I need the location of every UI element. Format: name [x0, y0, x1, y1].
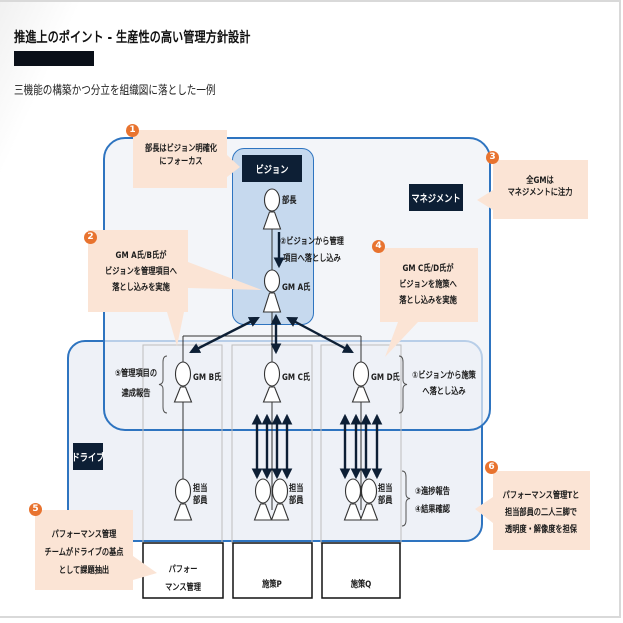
callout-line: 落とし込みを実施: [399, 296, 457, 306]
gm-a-label: GM A氏: [282, 283, 311, 293]
person-icon-staff-q-2: [359, 478, 379, 521]
arrow-gm-a-gm-d: [286, 316, 354, 354]
callout-line: として課題抽出: [58, 566, 110, 576]
gm-d-label: GM D氏: [371, 373, 400, 383]
callout-badge-3: 3: [486, 151, 499, 164]
brace-right-icon: [398, 355, 408, 414]
callout-badge-1: 1: [126, 124, 139, 137]
vision-label: ビジョン: [242, 155, 302, 182]
column-label-line: マンス管理: [165, 583, 201, 593]
callout-line: パフォーマンス管理Tと: [502, 491, 580, 501]
progress-report-label: ③進捗報告: [415, 487, 450, 497]
vision-to-measures-label: ①ビジョンから施策へ落とし込み: [412, 368, 476, 400]
callout-shape-3: [477, 160, 588, 219]
person-icon-staff-performance: [173, 478, 193, 521]
flow-label-line: へ落とし込み: [422, 387, 466, 397]
arrow-gm-a-gm-b: [189, 316, 260, 354]
callout-6-text: パフォーマンス管理Tと担当部員の二人三脚で透明度・解像度を担保: [503, 488, 580, 539]
column-label-measure-p: 施策P: [262, 580, 282, 590]
callout-line: 透明度・解像度を担保: [504, 525, 577, 535]
flow-label-line: ⑤管理項目の: [114, 369, 158, 379]
callout-1-text: 部長はビジョン明確化にフォーカス: [145, 143, 217, 169]
team-box-performance: [142, 542, 224, 599]
gm-c-label: GM C氏: [282, 373, 311, 383]
achievement-report-label: ⑤管理項目の達成報告: [115, 364, 157, 404]
result-check-label: ④結果確認: [415, 505, 450, 515]
brace-left-icon: [158, 355, 168, 414]
vision-label-text: ビジョン: [255, 165, 289, 176]
staff-label-line: 部員: [378, 496, 393, 506]
staff-label-line: 部員: [193, 496, 208, 506]
director-label: 部長: [282, 196, 297, 206]
callout-badge-5: 5: [29, 503, 42, 516]
staff-label-line: 担当: [378, 484, 393, 494]
callout-line: ビジョンを施策へ: [399, 280, 457, 290]
person-icon-director: [262, 188, 282, 230]
vision-to-items-label: ②ビジョンから管理項目へ落とし込み: [280, 234, 344, 268]
person-icon-gm-c: [262, 361, 282, 403]
flow-label-line: ①ビジョンから施策: [412, 371, 476, 381]
callout-line: チームがドライブの基点: [44, 548, 124, 558]
callout-line: マネジメントに注力: [507, 188, 573, 198]
callout-line: パフォーマンス管理: [51, 530, 117, 540]
callout-3-text: 全GMはマネジメントに注力: [508, 175, 573, 199]
staff-label-line: 部員: [289, 496, 304, 506]
callout-line: GM A氏/B氏が: [115, 251, 167, 261]
callout-line: 落とし込みを実施: [112, 283, 170, 293]
drive-label-text: ドライブ: [71, 453, 105, 464]
team-box-measure-q: [321, 542, 401, 599]
person-icon-staff-p-2: [270, 478, 290, 521]
gm-b-label: GM B氏: [193, 373, 222, 383]
column-label-measure-q: 施策Q: [350, 580, 372, 590]
person-icon-gm-d: [351, 361, 371, 403]
callout-5-text: パフォーマンス管理チームがドライブの基点として課題抽出: [45, 526, 124, 580]
page-title: 推進上のポイント - 生産性の高い管理方針設計: [14, 30, 251, 46]
person-icon-gm-b: [173, 361, 193, 403]
callout-badge-2: 2: [84, 231, 97, 244]
flow-label-line: 項目へ落とし込み: [283, 254, 341, 264]
brace-right-lower-icon: [401, 470, 411, 527]
callout-4-text: GM C氏/D氏がビジョンを施策へ落とし込みを実施: [399, 261, 457, 309]
staff-label-measure-p: 担当部員: [289, 483, 303, 507]
title-underline-bar: [14, 51, 94, 66]
person-icon-gm-a: [262, 269, 282, 313]
management-label: マネジメント: [409, 184, 463, 211]
callout-shape-6: [475, 471, 590, 550]
callout-badge-6: 6: [485, 461, 498, 474]
column-label-performance: パフォーマンス管理: [165, 561, 201, 597]
callout-line: 全GMは: [526, 176, 554, 186]
management-label-text: マネジメント: [411, 194, 461, 205]
team-box-measure-p: [232, 542, 313, 599]
callout-badge-4: 4: [372, 240, 385, 253]
flow-label-line: 達成報告: [121, 389, 151, 399]
column-label-line: パフォー: [168, 565, 198, 575]
callout-line: にフォーカス: [159, 157, 203, 167]
callout-line: GM C氏/D氏が: [402, 264, 454, 274]
staff-label-measure-q: 担当部員: [378, 483, 392, 507]
page-subtitle: 三機能の構築かつ分立を組織図に落とした一例: [14, 83, 216, 97]
person-icon-staff-p-1: [253, 478, 273, 521]
flow-label-line: ②ビジョンから管理: [280, 237, 344, 247]
person-icon-staff-q-1: [343, 478, 363, 521]
callout-shape-4: [380, 248, 478, 357]
callout-line: ビジョンを管理項目へ: [104, 267, 178, 277]
callout-line: 部長はビジョン明確化: [144, 144, 218, 154]
staff-label-performance: 担当部員: [193, 483, 207, 507]
drive-label: ドライブ: [71, 443, 105, 470]
callout-shape-5: [35, 510, 157, 590]
callout-2-text: GM A氏/B氏がビジョンを管理項目へ落とし込みを実施: [105, 248, 177, 296]
callout-shape-2: [88, 230, 262, 346]
staff-label-line: 担当: [289, 484, 304, 494]
callout-shape-1: [133, 130, 240, 188]
staff-label-line: 担当: [193, 484, 208, 494]
callout-line: 担当部員の二人三脚で: [504, 508, 577, 518]
